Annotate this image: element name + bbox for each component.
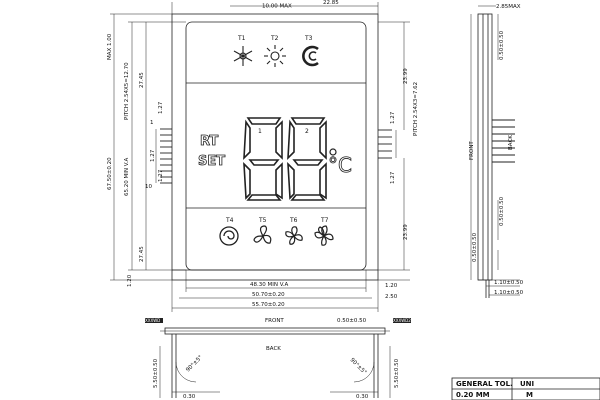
bottom-height-left: 5.50±0.50 [153, 358, 159, 388]
right-pins [378, 129, 392, 159]
dim-width-b: 55.70±0.20 [252, 302, 285, 308]
side-pin-w2: 1.10±0.50 [494, 290, 524, 296]
digit-marker-1: 1 [258, 128, 262, 135]
bottom-thickness: 0.50±0.50 [337, 318, 367, 324]
unit-label: UNI [520, 380, 534, 388]
bottom-offset-left: 0.30 [183, 394, 196, 400]
fan-high-icon [314, 225, 334, 246]
bottom-height-right: 5.50±0.50 [394, 358, 400, 388]
swirl-fan-icon [219, 226, 239, 246]
pin-number-10: 10 [145, 184, 152, 190]
dim-top-max: 10.00 MAX [262, 4, 292, 10]
title-block [451, 377, 600, 400]
dim-width-a: 50.70±0.20 [252, 292, 285, 298]
set-label: SET [198, 154, 225, 169]
icon-label-t1: T1 [237, 35, 246, 42]
bottom-view [159, 327, 391, 398]
dim-view-height: 65.20 MIN V.A [124, 157, 130, 196]
side-pin-w1: 1.10±0.50 [494, 280, 524, 286]
unit-value: M [526, 391, 533, 399]
dim-overall-height: 67.50±0.20 [107, 157, 113, 190]
dim-right-upper: 23.99 [403, 68, 409, 84]
side-low-dim: 0.50±0.50 [472, 232, 478, 262]
bottom-angle-right: 90°±5° [349, 357, 368, 376]
fan-mid-icon [285, 226, 303, 245]
dim-left-pin-c: 1.27 [158, 169, 164, 182]
snowflake-icon [233, 46, 253, 66]
icon-label-t5: T5 [258, 217, 267, 224]
side-max-thickness: 2.85MAX [496, 4, 521, 10]
dim-max-h: MAX 1.00 [107, 33, 113, 60]
side-top-dim: 0.50±0.50 [499, 30, 505, 60]
dry-icon [302, 45, 319, 67]
dim-right-pin-a: 1.27 [390, 111, 396, 124]
side-back-label: BACK [508, 135, 514, 150]
bottom-left-tag: XXXWD [145, 318, 160, 323]
dim-view-width: 48.30 MIN V.A [250, 282, 289, 288]
digit-2-segments [287, 117, 327, 201]
dim-right-pin-b: 1.27 [390, 171, 396, 184]
dim-pitch-left: PITCH 2.54X5=12.70 [124, 62, 130, 120]
dim-left-lower: 27.45 [139, 246, 145, 262]
icon-label-t4: T4 [225, 217, 234, 224]
side-front-label: FRONT [469, 141, 475, 160]
digit-1-segments [243, 117, 283, 201]
icon-label-t2: T2 [270, 35, 279, 42]
dim-left-upper: 27.45 [139, 72, 145, 88]
fan-low-icon [253, 225, 272, 244]
bottom-offset-right: 0.30 [356, 394, 369, 400]
bottom-front-label: FRONT [265, 318, 284, 324]
icon-label-t3: T3 [304, 35, 313, 42]
bottom-angle-left: 90°±5° [185, 354, 204, 373]
left-pins [160, 128, 172, 184]
bottom-right-tag: XXXWD2 [393, 318, 411, 323]
dim-left-pin-b: 1.27 [150, 149, 156, 162]
rt-label: RT [200, 134, 218, 149]
pin-number-1: 1 [150, 120, 154, 126]
dim-right-gap: 2.50 [385, 294, 398, 300]
side-mid-dim: 0.50±0.50 [499, 196, 505, 226]
dim-right-bottom: 1.20 [385, 283, 398, 289]
digit-marker-2: 2 [305, 128, 309, 135]
tol-label: GENERAL TOL. [456, 380, 513, 388]
tol-value: 0.20 MM [456, 391, 490, 399]
sun-icon [264, 45, 286, 67]
dim-pitch-right: PITCH 2.54X3=7.62 [413, 82, 419, 136]
icon-label-t6: T6 [289, 217, 298, 224]
degree-dot [329, 148, 337, 156]
dim-right-lower: 23.99 [403, 224, 409, 240]
bottom-back-label: BACK [266, 346, 281, 352]
dim-left-pin-a: 1.27 [158, 101, 164, 114]
dim-top-offset: 22.85 [323, 0, 339, 6]
side-view [470, 5, 520, 298]
dim-left-bottom: 1.20 [127, 274, 133, 287]
icon-label-t7: T7 [320, 217, 329, 224]
unit-celsius: °C [328, 153, 352, 177]
